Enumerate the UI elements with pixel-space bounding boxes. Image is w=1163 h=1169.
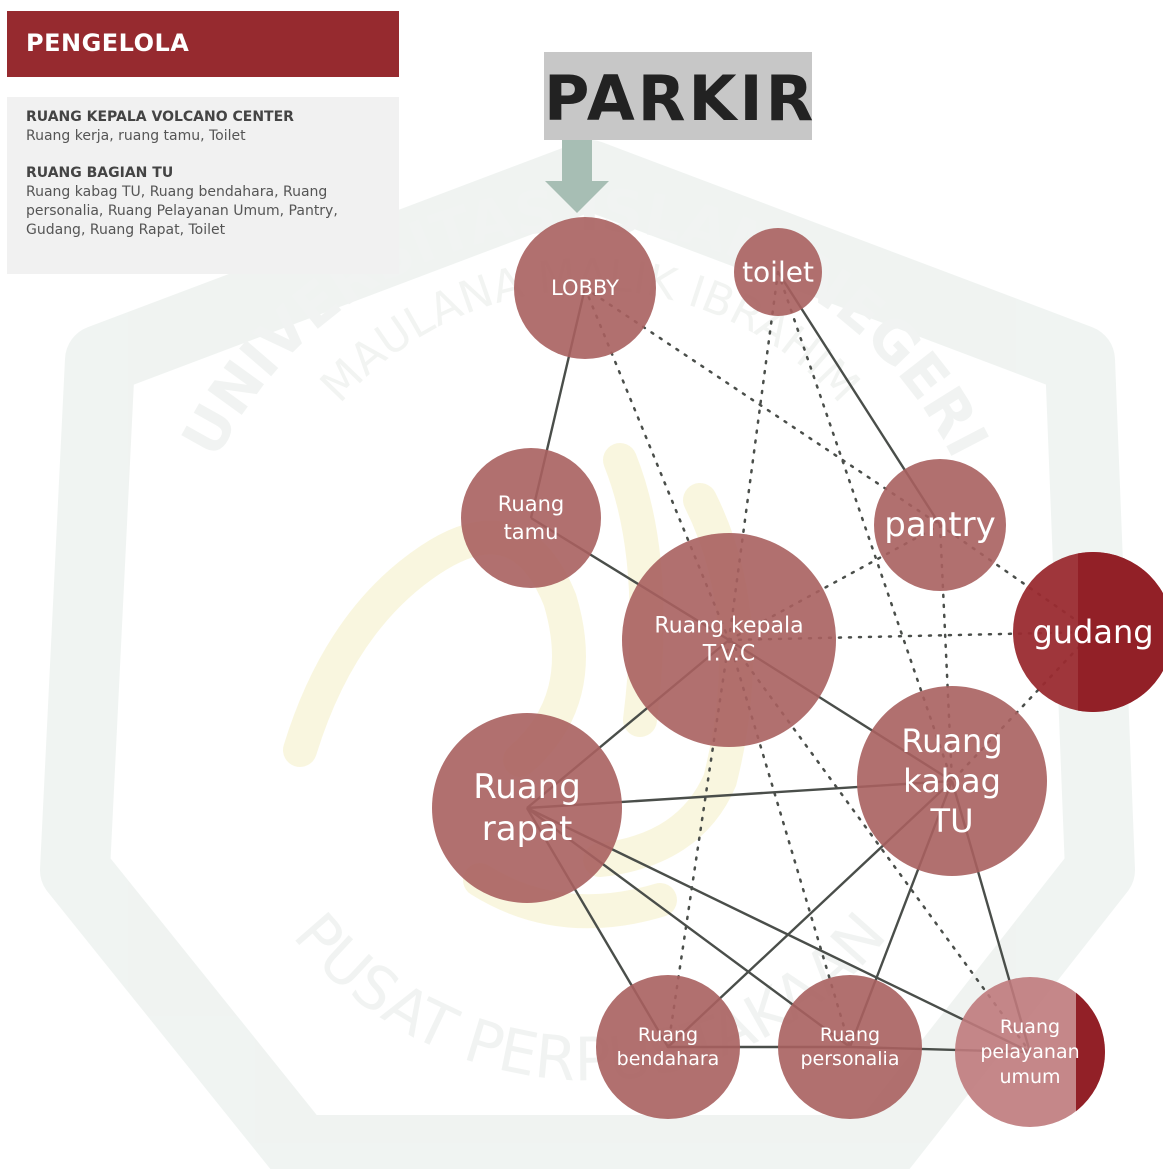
- watermark-shield: [40, 140, 1135, 1169]
- info-heading-kepala: RUANG KEPALA VOLCANO CENTER: [26, 109, 294, 125]
- node-label-pelayanan: umum: [999, 1066, 1060, 1088]
- edge-toilet-kabag: [776, 270, 954, 783]
- node-label-lobby: LOBBY: [551, 276, 619, 300]
- node-label-pelayanan: pelayanan: [980, 1041, 1079, 1063]
- info-text-tu: Ruang kabag TU, Ruang bendahara, Ruang p…: [26, 184, 338, 238]
- node-label-pelayanan: Ruang: [1000, 1016, 1060, 1038]
- node-circle-pelayanan: [955, 977, 1105, 1127]
- header-title: PENGELOLA: [26, 29, 190, 57]
- node-circle-toilet: [734, 228, 822, 316]
- node-label-gudang: gudang: [1032, 613, 1153, 651]
- node-circle-bendahara: [596, 975, 740, 1119]
- node-pelayanan: Ruang pelayanan umum: [955, 977, 1105, 1127]
- parkir-arrow: [545, 139, 609, 213]
- parkir-box: PARKIR: [544, 52, 817, 140]
- node-accent-pelayanan: [1076, 992, 1105, 1112]
- info-heading-tu: RUANG BAGIAN TU: [26, 165, 174, 181]
- info-text-kepala: Ruang kerja, ruang tamu, Toilet: [26, 128, 246, 144]
- node-pantry: pantry: [874, 459, 1006, 591]
- parkir-label: PARKIR: [544, 62, 817, 135]
- node-toilet: toilet: [734, 228, 822, 316]
- node-label-rapat: Ruang: [473, 767, 581, 807]
- node-circle-kepala: [622, 533, 836, 747]
- node-label-kabag: TU: [930, 802, 974, 840]
- node-circle-lobby: [514, 217, 656, 359]
- node-label-toilet: toilet: [742, 256, 814, 289]
- node-label-tamu: Ruang: [498, 492, 564, 516]
- node-label-personalia: personalia: [801, 1048, 900, 1070]
- node-circle-pantry: [874, 459, 1006, 591]
- node-label-kabag: Ruang: [901, 722, 1002, 760]
- node-accent-gudang: [1078, 552, 1163, 712]
- arrow-shaft: [562, 139, 592, 181]
- node-circle-rapat: [432, 713, 622, 903]
- edge-lobby-kepala: [583, 286, 731, 642]
- node-label-pantry: pantry: [884, 505, 995, 545]
- node-circle-personalia: [778, 975, 922, 1119]
- node-label-rapat: rapat: [482, 809, 573, 849]
- node-label-kepala: T.V.C: [702, 642, 755, 667]
- node-label-kepala: Ruang kepala: [654, 614, 803, 639]
- header-bar: PENGELOLA: [7, 11, 399, 77]
- node-tamu: Ruang tamu: [461, 448, 601, 588]
- arrow-head: [545, 181, 609, 213]
- node-label-personalia: Ruang: [820, 1024, 880, 1046]
- node-circle-kabag: [857, 686, 1047, 876]
- node-gudang: gudang: [1013, 552, 1163, 712]
- node-label-kabag: kabag: [903, 762, 1001, 800]
- info-box: RUANG KEPALA VOLCANO CENTER Ruang kerja,…: [7, 97, 399, 274]
- node-lobby: LOBBY: [514, 217, 656, 359]
- node-label-bendahara: bendahara: [617, 1048, 720, 1070]
- node-label-tamu: tamu: [504, 520, 559, 544]
- node-label-bendahara: Ruang: [638, 1024, 698, 1046]
- edge-lobby-pantry: [583, 286, 942, 527]
- node-circle-tamu: [461, 448, 601, 588]
